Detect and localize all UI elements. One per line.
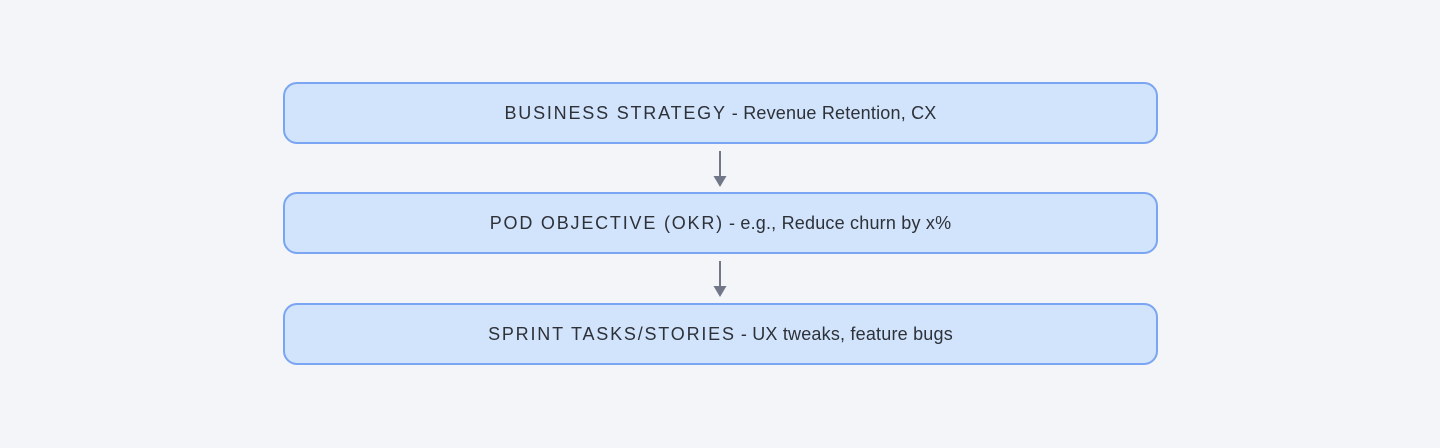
- node-description: - UX tweaks, feature bugs: [740, 323, 953, 344]
- node-label: BUSINESS STRATEGY: [504, 102, 727, 123]
- node-description: - e.g., Reduce churn by x%: [728, 212, 952, 233]
- down-arrow-icon: [708, 260, 732, 298]
- node-description: - Revenue Retention, CX: [731, 102, 937, 123]
- node-business-strategy: BUSINESS STRATEGY - Revenue Retention, C…: [283, 82, 1158, 144]
- node-pod-objective: POD OBJECTIVE (OKR) - e.g., Reduce churn…: [283, 192, 1158, 254]
- node-label: POD OBJECTIVE (OKR): [489, 212, 724, 233]
- node-pod-objective-text: POD OBJECTIVE (OKR) - e.g., Reduce churn…: [490, 213, 952, 234]
- node-sprint-tasks-text: SPRINT TASKS/STORIES - UX tweaks, featur…: [488, 324, 953, 345]
- down-arrow-icon: [708, 150, 732, 188]
- node-business-strategy-text: BUSINESS STRATEGY - Revenue Retention, C…: [504, 103, 936, 124]
- node-sprint-tasks: SPRINT TASKS/STORIES - UX tweaks, featur…: [283, 303, 1158, 365]
- node-label: SPRINT TASKS/STORIES: [488, 323, 736, 344]
